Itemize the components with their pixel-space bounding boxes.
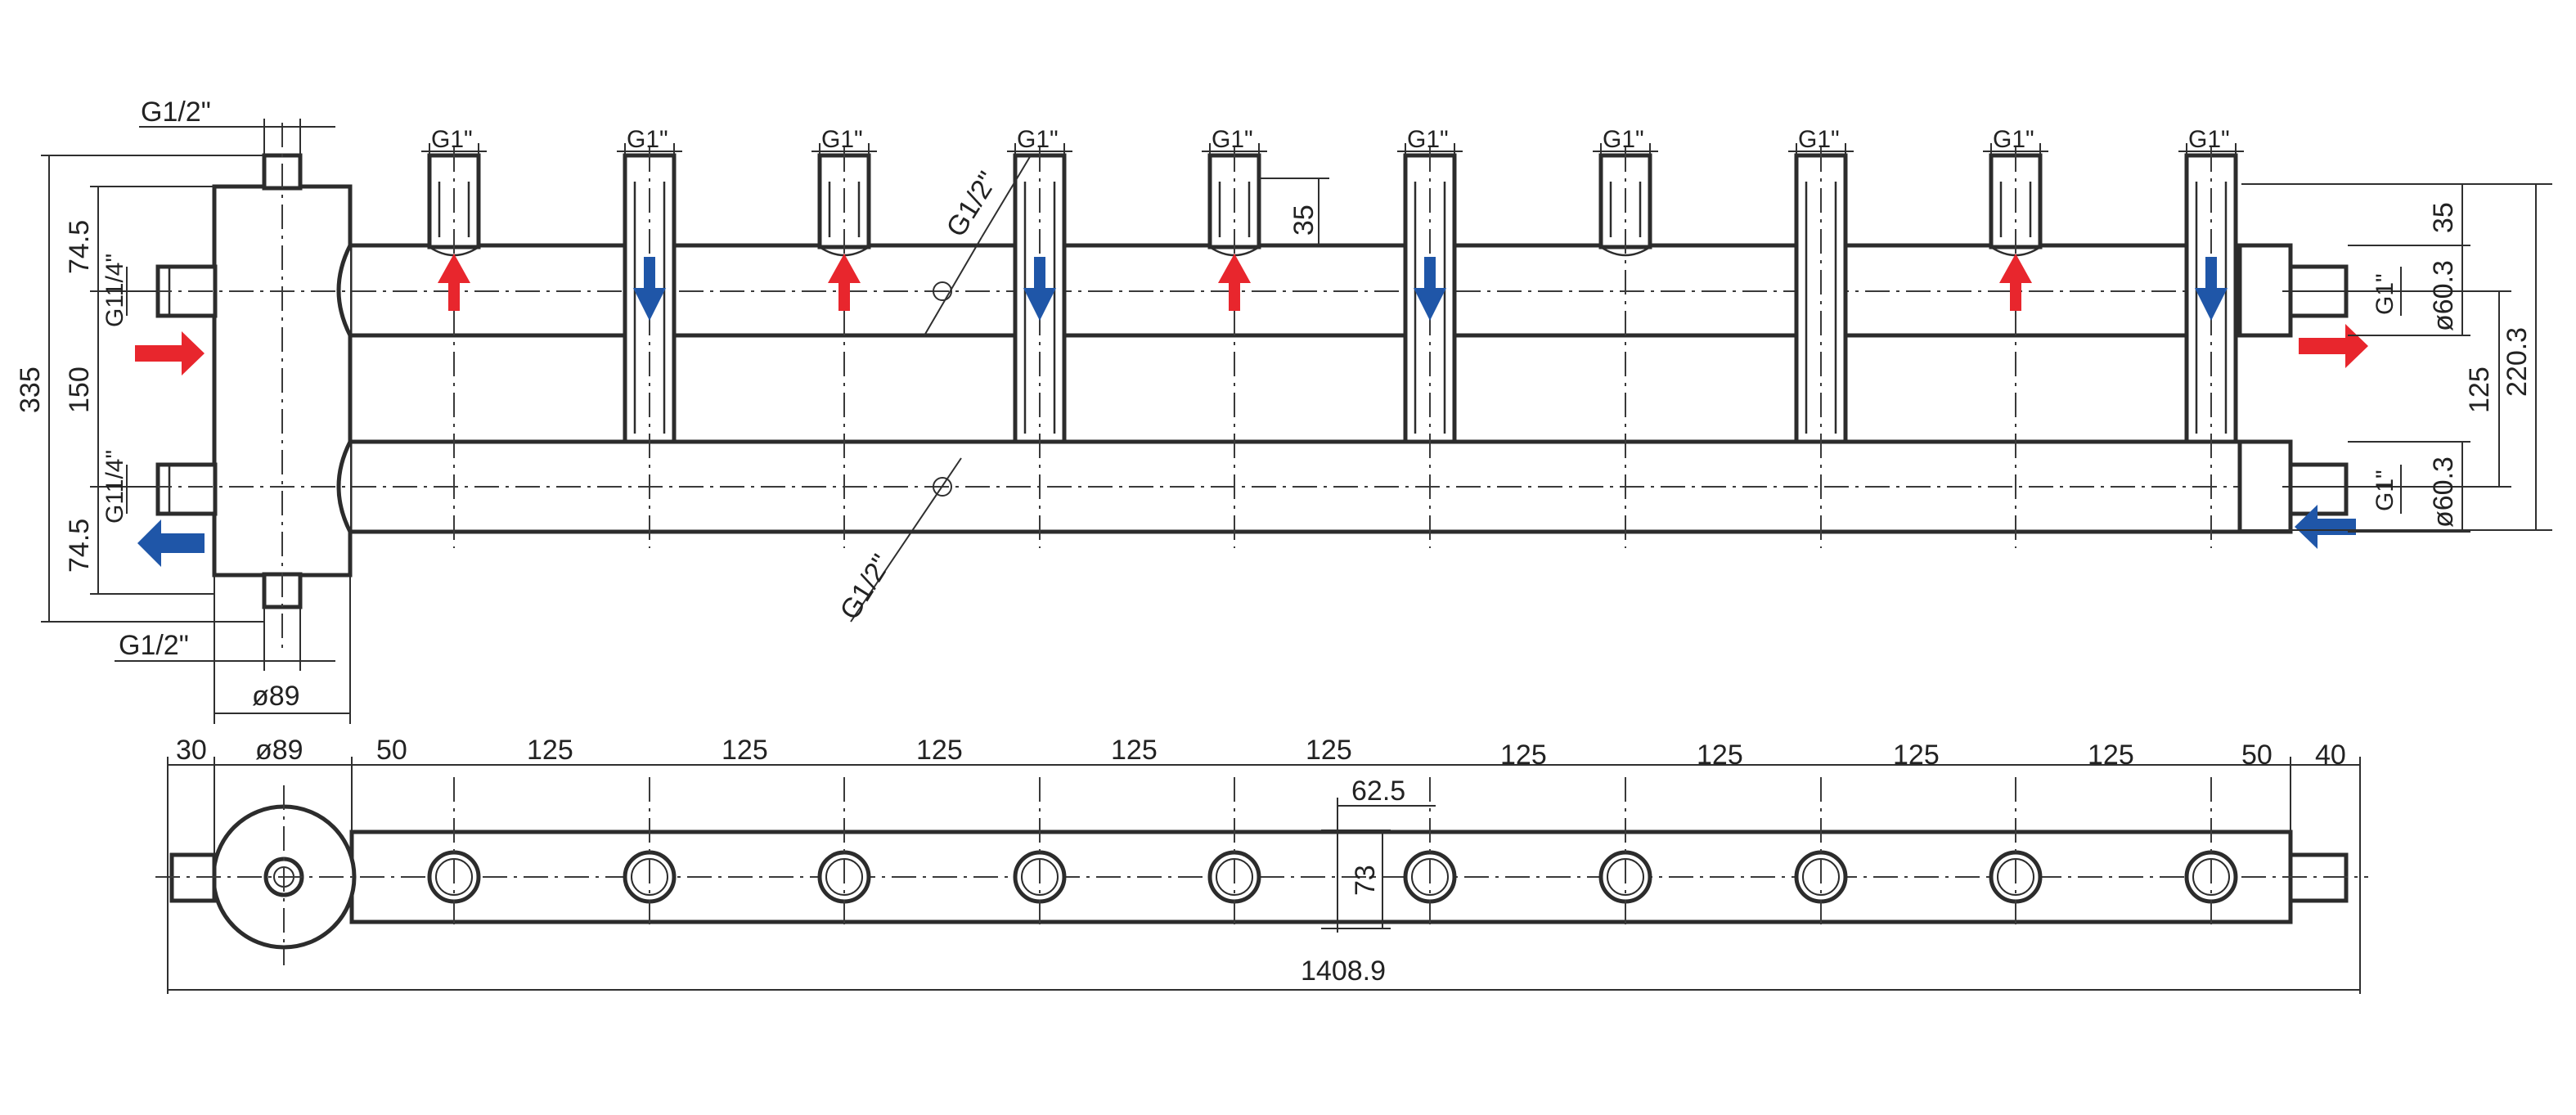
return-flow-arrow bbox=[1414, 257, 1446, 321]
plan-outlets bbox=[427, 777, 2238, 928]
g114-bottom-label: G11/4" bbox=[101, 450, 128, 524]
return-flow-arrow bbox=[2195, 257, 2228, 321]
supply-outlet-arrow bbox=[2299, 324, 2368, 368]
d89-label: ø89 bbox=[252, 681, 300, 712]
dim-d89: ø89 bbox=[255, 735, 303, 766]
d150-label: 150 bbox=[64, 366, 95, 413]
dim-125-2: 125 bbox=[722, 735, 768, 766]
plan-dimension-labels: 30 ø89 50 125 125 125 125 125 125 125 12… bbox=[176, 735, 2346, 987]
g1-right-bottom-label: G1" bbox=[2371, 470, 2398, 511]
return-outlet-arrow bbox=[137, 519, 205, 567]
plan-dimensions bbox=[167, 757, 2361, 994]
supply-flow-arrow bbox=[828, 254, 861, 311]
supply-inlet-arrow bbox=[135, 331, 205, 375]
supply-flow-arrow bbox=[1218, 254, 1251, 311]
dim-30: 30 bbox=[176, 735, 207, 766]
d603-bottom-label: ø60.3 bbox=[2428, 456, 2459, 528]
dim-125-5: 125 bbox=[1306, 735, 1352, 766]
outlet-size-label: G1" bbox=[1017, 126, 1059, 153]
dim-40: 40 bbox=[2315, 740, 2346, 771]
front-view: G1" G1" G1" G1" G1" G1" G1" G1" G1" G1" bbox=[15, 97, 2552, 724]
d603-top-label: ø60.3 bbox=[2428, 260, 2459, 331]
supply-flow-arrow bbox=[1999, 254, 2032, 311]
outlet-size-label: G1" bbox=[1993, 126, 2034, 153]
dim-125-1: 125 bbox=[527, 735, 573, 766]
dim-50-left: 50 bbox=[376, 735, 407, 766]
outlet-size-label: G1" bbox=[1407, 126, 1449, 153]
dim-125-4: 125 bbox=[1111, 735, 1158, 766]
g114-top-label: G11/4" bbox=[101, 254, 128, 327]
g12-diag-top-label: G1/2" bbox=[941, 166, 1005, 242]
return-inlet-arrow bbox=[2295, 505, 2356, 549]
d335-label: 335 bbox=[15, 366, 46, 413]
inlet-outlet-arrows bbox=[135, 324, 2368, 567]
outlet-size-label: G1" bbox=[1212, 126, 1253, 153]
dim-50-right: 50 bbox=[2241, 740, 2273, 771]
return-flow-arrow bbox=[633, 257, 666, 321]
outlet-size-label: G1" bbox=[431, 126, 473, 153]
outlet-size-label: G1" bbox=[2188, 126, 2230, 153]
dim-73: 73 bbox=[1350, 865, 1381, 896]
g1-right-top-label: G1" bbox=[2371, 273, 2398, 315]
d745-bottom-label: 74.5 bbox=[64, 519, 95, 573]
d2203-label: 220.3 bbox=[2502, 327, 2533, 397]
flow-arrows bbox=[438, 254, 2228, 321]
right-end-nozzles bbox=[2237, 243, 2349, 534]
outlet-size-label: G1" bbox=[627, 126, 668, 153]
right-dimensions bbox=[1260, 178, 2552, 533]
outlet-centerlines bbox=[453, 147, 2212, 548]
outlet-size-label: G1" bbox=[1798, 126, 1840, 153]
left-dimensions bbox=[41, 119, 351, 724]
g12-top-label: G1/2" bbox=[141, 97, 211, 128]
supply-flow-arrow bbox=[438, 254, 470, 311]
return-flow-arrow bbox=[1023, 257, 1056, 321]
supply-header bbox=[147, 243, 2282, 338]
outlet-size-label: G1" bbox=[821, 126, 863, 153]
plan-view: 30 ø89 50 125 125 125 125 125 125 125 12… bbox=[155, 735, 2368, 994]
d35-inner-label: 35 bbox=[1288, 205, 1319, 236]
g12-diag-bottom-label: G1/2" bbox=[834, 549, 898, 625]
d125-right-label: 125 bbox=[2464, 366, 2495, 413]
dim-125-8: 125 bbox=[1893, 740, 1940, 771]
g12-bottom-label: G1/2" bbox=[119, 630, 189, 661]
air-vent-symbols bbox=[850, 155, 1032, 623]
d745-top-label: 74.5 bbox=[64, 220, 95, 274]
outlet-labels: G1" G1" G1" G1" G1" G1" G1" G1" G1" G1" bbox=[421, 126, 2244, 155]
dim-625: 62.5 bbox=[1351, 776, 1405, 807]
dim-125-3: 125 bbox=[916, 735, 963, 766]
return-header bbox=[147, 439, 2282, 534]
dim-total: 1408.9 bbox=[1301, 955, 1386, 987]
dim-125-6: 125 bbox=[1500, 740, 1547, 771]
dim-125-7: 125 bbox=[1697, 740, 1743, 771]
dim-125-9: 125 bbox=[2088, 740, 2134, 771]
outlet-size-label: G1" bbox=[1603, 126, 1644, 153]
hydraulic-separator bbox=[155, 123, 353, 654]
d35-right-label: 35 bbox=[2428, 202, 2459, 233]
